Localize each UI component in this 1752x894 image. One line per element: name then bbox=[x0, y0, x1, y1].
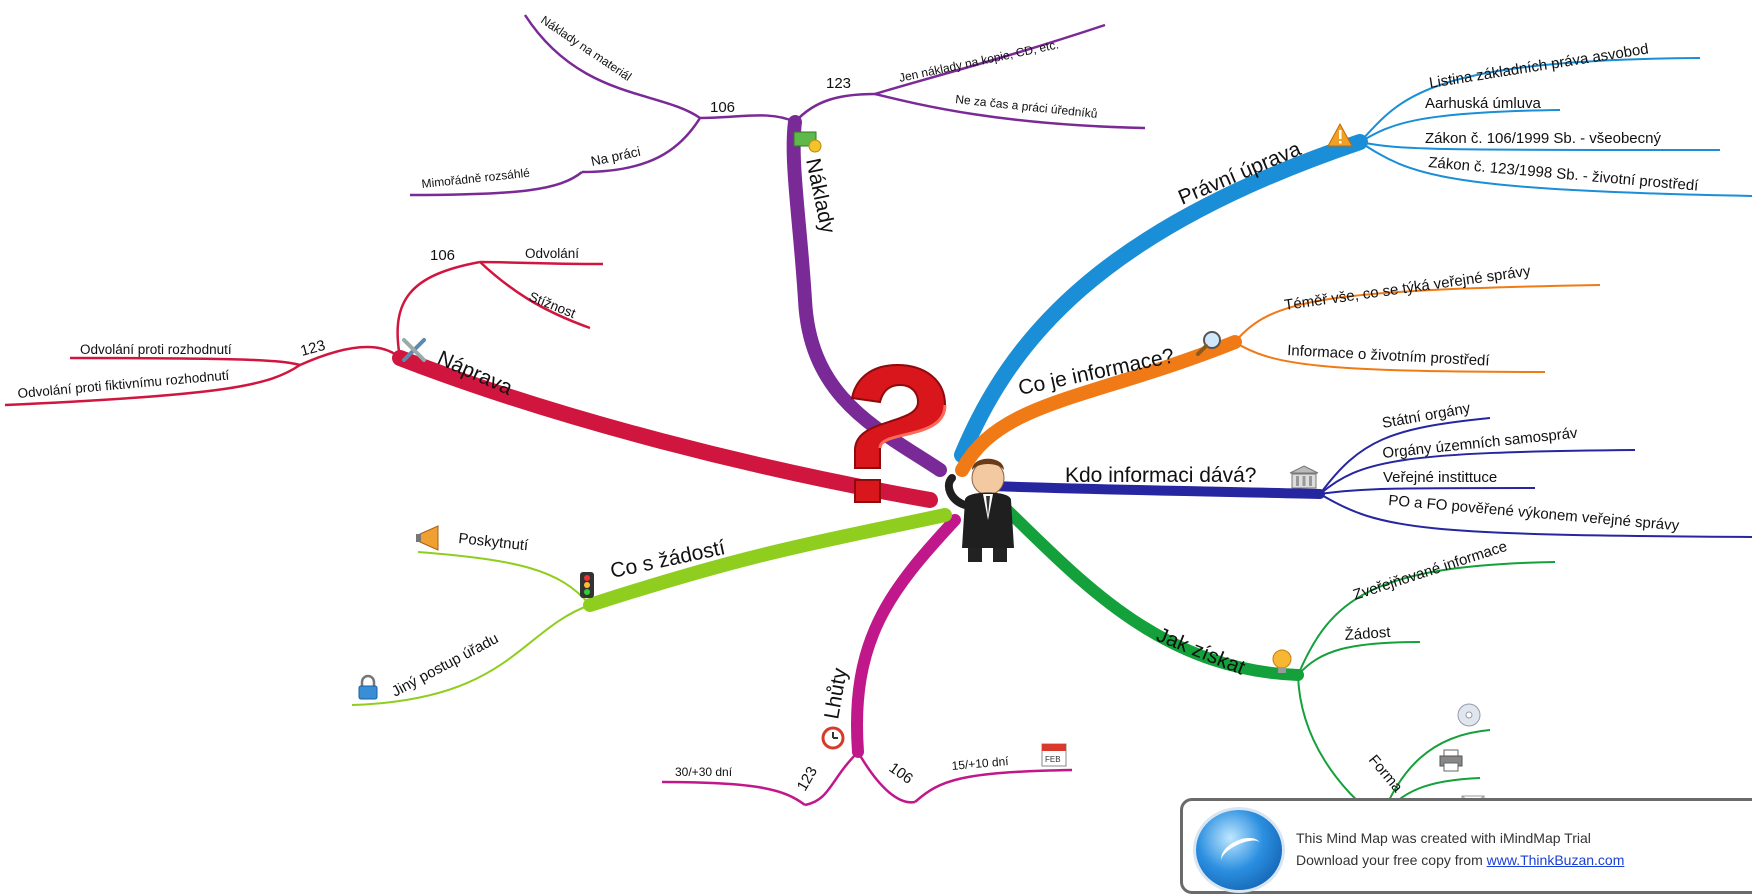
naklady-106-sub: Mimořádně rozsáhlé bbox=[421, 166, 531, 191]
central-image bbox=[850, 363, 1014, 562]
label-lhuty: Lhůty bbox=[820, 666, 852, 721]
trial-line-2-text: Download your free copy from bbox=[1296, 852, 1487, 868]
kdo-leaf-line-4 bbox=[1319, 493, 1752, 538]
naklady-106-leaf-2 bbox=[581, 117, 702, 174]
megaphone-icon bbox=[416, 525, 439, 551]
zadost-leaf-1: Poskytnutí bbox=[458, 530, 530, 554]
kdo-leaf-line-1 bbox=[1319, 417, 1491, 495]
kdo-leaf-line-2 bbox=[1319, 449, 1636, 495]
label-kdo-informaci: Kdo informaci dává? bbox=[1065, 464, 1256, 487]
informace-leaf-line-1 bbox=[1234, 284, 1601, 343]
naprava-123-leaf-2: Odvolání proti fiktivnímu rozhodnutí bbox=[17, 368, 230, 401]
alarm-clock-icon bbox=[821, 726, 845, 750]
padlock-icon bbox=[358, 674, 378, 700]
naklady-123-leaf-2 bbox=[874, 92, 1146, 130]
naprava-106-number: 106 bbox=[430, 247, 455, 264]
lhuty-leaves bbox=[661, 751, 1073, 807]
cd-icon bbox=[1457, 703, 1481, 727]
kdo-leaf-line-3 bbox=[1319, 487, 1536, 495]
naprava-123-number: 123 bbox=[299, 337, 328, 360]
jak-leaves bbox=[1297, 561, 1556, 821]
naprava-106-line bbox=[396, 260, 481, 359]
warning-icon bbox=[1327, 122, 1353, 147]
pravni-leaf-line-3 bbox=[1359, 141, 1721, 151]
pravni-leaf-line-1 bbox=[1359, 57, 1701, 143]
branch-jak-ziskat bbox=[999, 502, 1304, 681]
lightbulb-icon bbox=[1272, 649, 1292, 673]
jak-leaf-2: Žádost bbox=[1344, 624, 1392, 644]
naklady-106-leaf-1 bbox=[523, 14, 701, 120]
kdo-leaves bbox=[1319, 417, 1752, 538]
branch-pravni-uprava bbox=[954, 134, 1368, 463]
pravni-uprava-leaves bbox=[1359, 57, 1752, 197]
jak-leaf-1: Zveřejňované informace bbox=[1351, 538, 1509, 604]
trial-text: This Mind Map was created with iMindMap … bbox=[1296, 827, 1624, 871]
naklady-123-leaf-1 bbox=[874, 23, 1106, 96]
branch-co-je-informace bbox=[955, 335, 1242, 477]
pravni-leaf-3: Zákon č. 106/1999 Sb. - všeobecný bbox=[1425, 130, 1661, 147]
traffic-light-icon bbox=[580, 572, 594, 598]
naprava-leaves bbox=[4, 260, 604, 407]
zadost-leaf-line-1 bbox=[417, 551, 591, 606]
kdo-leaf-3: Veřejné instittuce bbox=[1383, 469, 1497, 486]
jak-leaf-line-1 bbox=[1297, 561, 1556, 676]
building-icon bbox=[1289, 465, 1319, 489]
zadost-leaves bbox=[351, 551, 591, 706]
informace-leaf-line-2 bbox=[1234, 341, 1546, 373]
pravni-leaf-2: Aarhuská úmluva bbox=[1425, 95, 1542, 112]
pravni-leaf-line-4 bbox=[1359, 141, 1752, 197]
branch-lhuty bbox=[851, 514, 961, 758]
branch-kdo-informaci bbox=[985, 481, 1325, 499]
tools-icon bbox=[402, 338, 426, 362]
naklady-123-leaf-2: Ne za čas a práci úředníků bbox=[955, 92, 1098, 121]
lhuty-106-leaf: 15/+10 dní bbox=[951, 754, 1010, 773]
zadost-leaf-2: Jiný postup úřadu bbox=[389, 630, 502, 701]
informace-leaves bbox=[1234, 284, 1601, 373]
lhuty-123-line bbox=[804, 751, 859, 807]
naklady-106-line bbox=[699, 114, 796, 124]
trial-line-2: Download your free copy from www.ThinkBu… bbox=[1296, 849, 1624, 871]
thinkbuzan-link[interactable]: www.ThinkBuzan.com bbox=[1486, 852, 1625, 868]
naprava-123-line bbox=[299, 345, 401, 367]
naprava-123-leaf-1: Odvolání proti rozhodnutí bbox=[80, 342, 232, 357]
lhuty-106-leaf-line bbox=[914, 768, 1073, 803]
naprava-123-leaf-1 bbox=[69, 356, 301, 367]
imindmap-logo-icon bbox=[1193, 807, 1285, 893]
lhuty-106-number: 106 bbox=[886, 759, 916, 787]
calendar-icon: FEB bbox=[1041, 743, 1067, 767]
businessman-icon bbox=[944, 458, 1014, 562]
branch-co-s-zadosti bbox=[583, 508, 952, 612]
label-jak-ziskat: Jak získat bbox=[1153, 623, 1248, 679]
naklady-123-leaf-1: Jen náklady na kopie, CD, etc. bbox=[898, 37, 1060, 85]
trial-line-1: This Mind Map was created with iMindMap … bbox=[1296, 830, 1591, 846]
pravni-leaf-1: Listina základních práva asvobod bbox=[1428, 40, 1650, 91]
pravni-leaf-line-2 bbox=[1359, 109, 1561, 143]
naprava-106-leaf-1 bbox=[479, 260, 604, 266]
lhuty-106-line bbox=[856, 751, 916, 804]
naklady-106-sub-line bbox=[409, 171, 583, 197]
calendar-month: FEB bbox=[1045, 755, 1061, 764]
zadost-leaf-line-2 bbox=[351, 604, 591, 706]
naklady-106-number: 106 bbox=[710, 99, 735, 116]
magnifier-icon bbox=[1196, 331, 1221, 356]
money-icon bbox=[793, 131, 822, 153]
label-naklady: Náklady bbox=[801, 156, 839, 235]
naprava-106-leaf-2 bbox=[479, 261, 591, 330]
naprava-106-leaf-1: Odvolání bbox=[525, 246, 579, 261]
lhuty-123-number: 123 bbox=[794, 764, 821, 794]
question-mark-icon bbox=[850, 363, 947, 503]
naprava-123-leaf-2 bbox=[4, 363, 301, 407]
jak-forma: Forma bbox=[1365, 752, 1406, 797]
lhuty-123-leaf: 30/+30 dní bbox=[675, 765, 733, 779]
printer-icon bbox=[1439, 749, 1463, 772]
naklady-leaves bbox=[409, 14, 1146, 197]
naklady-123-number: 123 bbox=[826, 75, 851, 92]
naprava-106-leaf-2: Stížnost bbox=[527, 289, 578, 321]
lhuty-123-leaf-line bbox=[661, 780, 806, 807]
jak-leaf-line-2 bbox=[1297, 641, 1421, 676]
trial-banner: This Mind Map was created with iMindMap … bbox=[1180, 798, 1752, 894]
naklady-123-line bbox=[794, 92, 876, 123]
